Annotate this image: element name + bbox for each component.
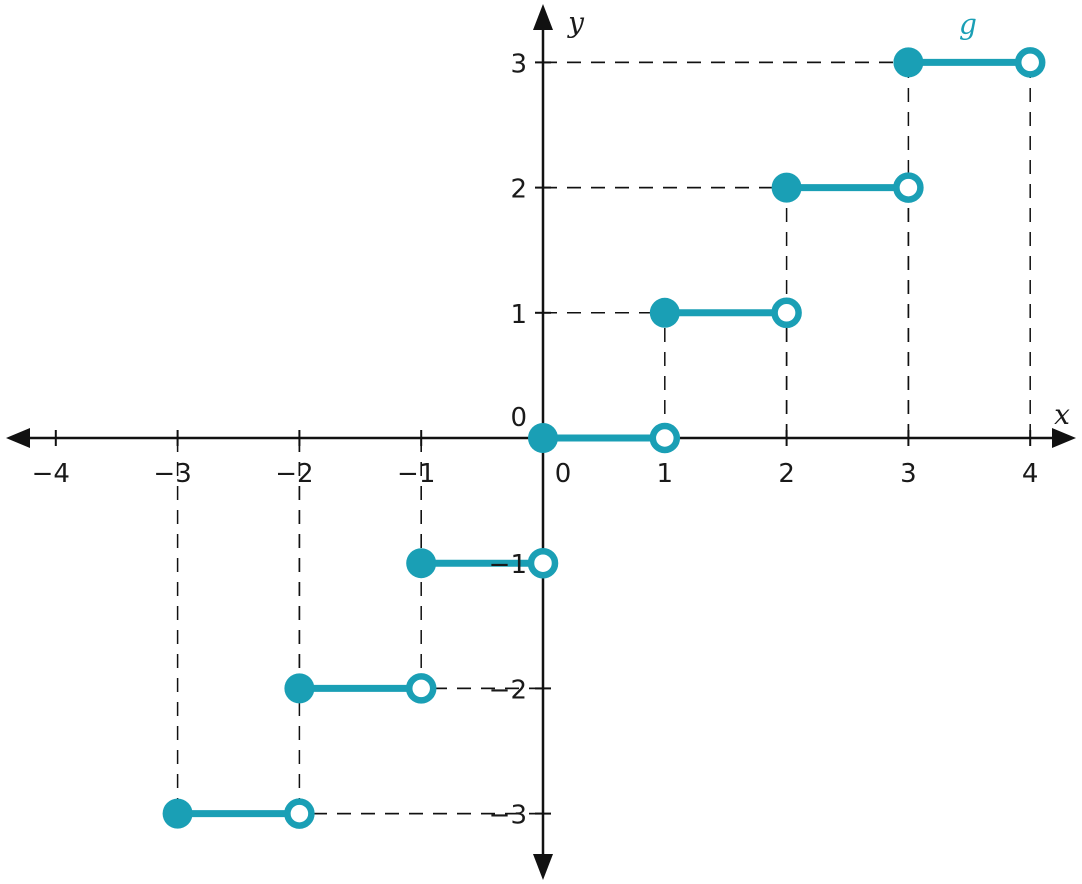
x-axis-arrow-right: [1052, 428, 1076, 448]
closed-endpoint: [406, 548, 437, 579]
y-axis-label: y: [566, 6, 585, 39]
open-endpoint: [284, 798, 315, 829]
x-tick-label: 4: [1022, 459, 1039, 489]
x-tick-label: 2: [778, 459, 795, 489]
x-tick-label: −4: [32, 459, 70, 489]
x-axis-arrow-left: [6, 428, 30, 448]
y-tick-label: 2: [510, 175, 527, 205]
closed-endpoint: [162, 798, 193, 829]
closed-endpoint: [649, 297, 680, 328]
series-label-g: g: [959, 8, 977, 41]
open-endpoint: [405, 673, 437, 704]
y-tick-label: 3: [510, 49, 527, 79]
y-axis-arrow-up: [533, 4, 553, 30]
open-endpoint: [527, 547, 559, 579]
y-tick-label: 1: [510, 300, 527, 330]
y-tick-label: −3: [489, 801, 527, 831]
closed-endpoint: [528, 423, 558, 453]
x-tick-label: 0: [555, 459, 572, 489]
series-g-endpoints: [162, 47, 1046, 829]
closed-endpoint: [284, 673, 315, 704]
tick-labels: −4 −3 −2 −1 0 1 2 3 4 3 2 1 0 −1 −2 −3: [32, 49, 1039, 830]
y-axis-arrow-down: [533, 854, 553, 880]
open-endpoint: [771, 297, 802, 329]
closed-endpoint: [893, 47, 924, 78]
closed-endpoint: [771, 172, 802, 203]
y-tick-label: 0: [510, 403, 527, 433]
y-tick-label: −2: [489, 675, 527, 705]
x-axis-label: x: [1054, 398, 1070, 431]
x-tick-label: −2: [275, 459, 313, 489]
series-g-segments: [174, 58, 1034, 818]
open-endpoint: [1014, 47, 1046, 78]
x-tick-label: 3: [900, 459, 917, 489]
x-tick-label: 1: [657, 459, 674, 489]
x-tick-label: −1: [397, 459, 435, 489]
x-tick-label: −3: [153, 459, 191, 489]
open-endpoint: [893, 172, 924, 203]
y-tick-label: −1: [489, 550, 527, 580]
open-endpoint: [649, 422, 681, 454]
